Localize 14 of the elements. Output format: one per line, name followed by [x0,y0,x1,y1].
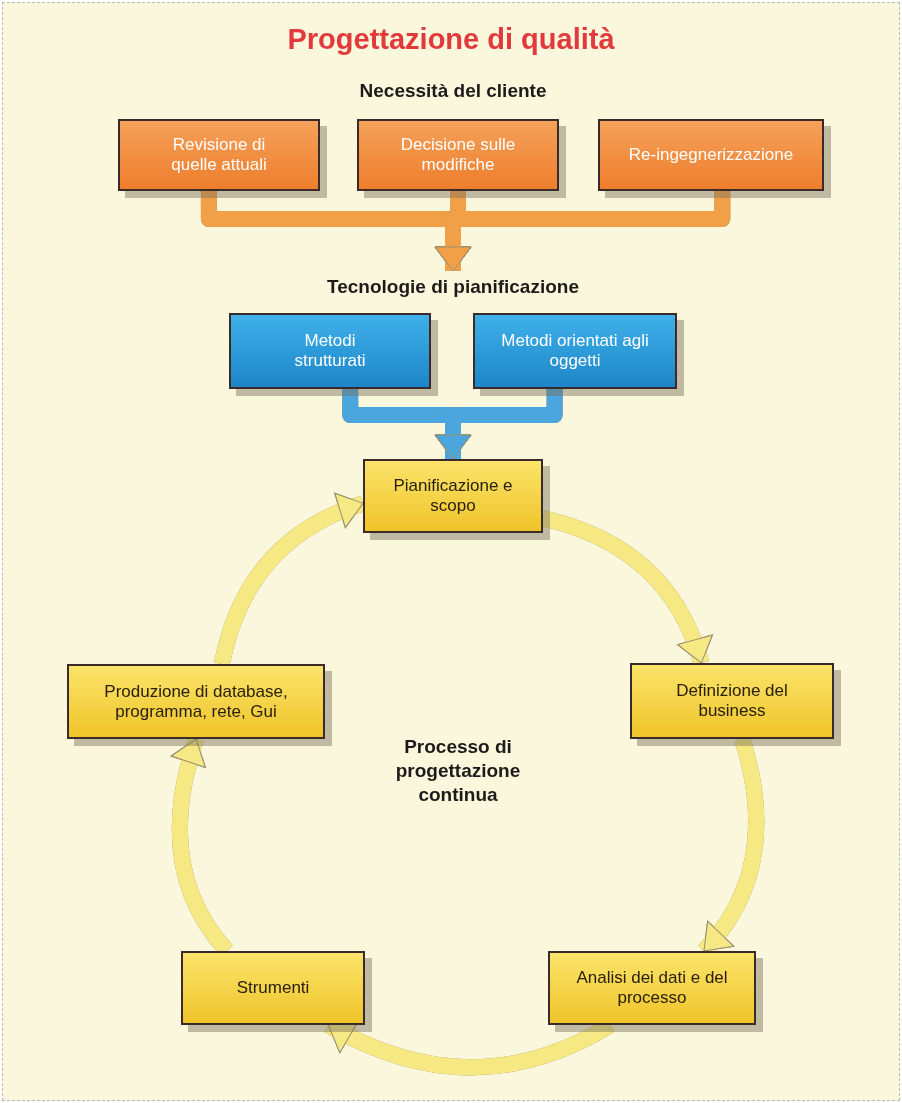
section-heading: Necessità del cliente [358,79,548,103]
process-box: Re-ingegnerizzazione [598,119,824,191]
process-box: Metodi strutturati [229,313,431,389]
process-box: Definizione del business [630,663,834,739]
center-label: Processo di progettazione continua [394,735,522,807]
process-box: Pianificazione e scopo [363,459,543,533]
process-box: Decisione sulle modifiche [357,119,559,191]
process-box: Analisi dei dati e del processo [548,951,756,1025]
process-box: Metodi orientati agli oggetti [473,313,677,389]
process-box: Produzione di database, programma, rete, Gui [67,664,325,739]
process-box: Revisione di quelle attuali [118,119,320,191]
diagram-title: Progettazione di qualità [286,23,616,56]
process-box: Strumenti [181,951,365,1025]
section-heading: Tecnologie di pianificazione [263,271,643,303]
